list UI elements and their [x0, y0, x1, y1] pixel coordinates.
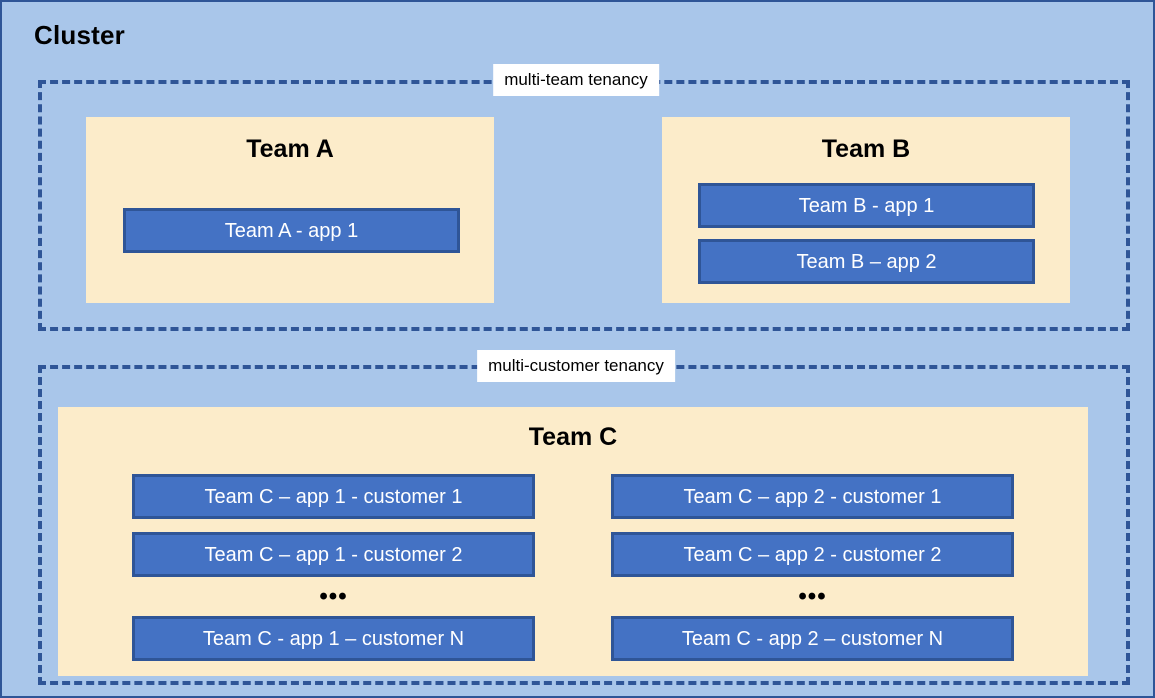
team-box-team-a: Team A Team A - app 1: [86, 117, 494, 303]
app-box-team-b-app-1[interactable]: Team B - app 1: [698, 183, 1035, 228]
app-box-team-c-app-2-customer-2-label: Team C – app 2 - customer 2: [683, 543, 942, 566]
app-box-team-c-app-2-customer-n-label: Team C - app 2 – customer N: [681, 627, 944, 650]
app-box-team-b-app-1-label: Team B - app 1: [798, 194, 935, 217]
ellipsis-team-c-app-1: •••: [319, 583, 348, 610]
app-box-team-b-app-2[interactable]: Team B – app 2: [698, 239, 1035, 284]
team-b-title: Team B: [821, 135, 911, 163]
app-box-team-c-app-2-customer-1-label: Team C – app 2 - customer 1: [683, 485, 942, 508]
tenancy-zone-multi-team-label: multi-team tenancy: [493, 64, 659, 96]
team-box-team-c: Team C Team C – app 1 - customer 1 Team …: [58, 407, 1088, 676]
ellipsis-team-c-app-2: •••: [798, 583, 827, 610]
cluster-title: Cluster: [34, 20, 125, 50]
app-box-team-c-app-1-customer-n[interactable]: Team C - app 1 – customer N: [132, 616, 535, 661]
tenancy-zone-multi-customer-label: multi-customer tenancy: [477, 350, 675, 382]
app-box-team-c-app-1-customer-1[interactable]: Team C – app 1 - customer 1: [132, 474, 535, 519]
app-box-team-b-app-2-label: Team B – app 2: [796, 250, 937, 273]
app-box-team-c-app-1-customer-2-label: Team C – app 1 - customer 2: [204, 543, 463, 566]
app-box-team-c-app-2-customer-2[interactable]: Team C – app 2 - customer 2: [611, 532, 1014, 577]
team-c-title: Team C: [528, 423, 618, 451]
team-box-team-b: Team B Team B - app 1 Team B – app 2: [662, 117, 1070, 303]
app-box-team-c-app-1-customer-1-label: Team C – app 1 - customer 1: [204, 485, 463, 508]
team-a-title: Team A: [246, 135, 334, 163]
app-box-team-c-app-2-customer-n[interactable]: Team C - app 2 – customer N: [611, 616, 1014, 661]
app-box-team-a-app-1[interactable]: Team A - app 1: [123, 208, 460, 253]
app-box-team-c-app-2-customer-1[interactable]: Team C – app 2 - customer 1: [611, 474, 1014, 519]
app-box-team-c-app-1-customer-2[interactable]: Team C – app 1 - customer 2: [132, 532, 535, 577]
app-box-team-a-app-1-label: Team A - app 1: [224, 219, 359, 242]
app-box-team-c-app-1-customer-n-label: Team C - app 1 – customer N: [202, 627, 465, 650]
